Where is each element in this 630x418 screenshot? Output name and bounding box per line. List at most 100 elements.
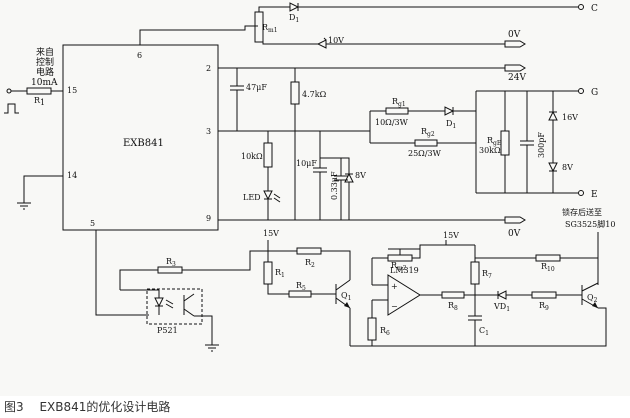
terminal-e [578,190,584,196]
r47k-resistor [290,81,300,105]
r3-label: R3 [166,257,176,268]
z8-label: 8V [562,163,573,172]
pin-3-label: 3 [206,127,211,136]
rg2-value: 25Ω/3W [408,149,442,158]
r2-resistor [296,247,322,255]
r10-resistor [535,254,561,262]
r10k-resistor [263,142,273,168]
led-diode [263,190,281,203]
figure-caption: 图3 EXB841的优化设计电路 [4,398,182,415]
zener-8v-lower-diode [344,172,354,183]
r1-input-label: R1 [34,96,45,107]
c47-label: 47μF [246,83,267,92]
terminal-0v-bottom [504,216,526,224]
terminal-g [578,88,584,94]
opto-led-icon [154,297,174,309]
r1-input-resistor [26,87,52,95]
q2-label: Q2 [587,293,598,304]
input-current-label: 10mA [31,78,58,88]
zener-16v-diode [548,110,558,121]
r10k-label: 10kΩ [241,152,263,161]
r3-resistor [157,266,183,274]
terminal-c [578,4,584,10]
d1-mid-diode [444,106,455,116]
r1-label: R1 [275,268,285,279]
r6-resistor [367,317,377,341]
rg1-label: Rg1 [392,97,406,108]
r5-resistor [288,290,312,298]
z8b-label: 8V [355,171,366,180]
zener-8v-diode [548,162,558,173]
c10-label: 10μF [296,159,317,168]
v15b-label: 15V [443,231,459,240]
chip-name: EXB841 [123,138,164,149]
dest-label-1: 锁存后送至 [562,207,602,217]
zener-10v-label: 10V [328,36,344,45]
input-source-label-1: 来自 [36,46,54,58]
terminal-0v-top [504,40,526,48]
rm2-label: Rm2 [391,261,407,272]
r1-resistor [263,261,273,285]
r8-label: R8 [448,301,458,312]
vd1-diode [496,290,507,300]
terminal-0v-top-label: 0V [508,30,521,40]
rge-value: 30kΩ [479,146,501,155]
ground-protect-icon [205,344,219,352]
ground-icon [17,202,31,210]
lm319-comparator [387,274,421,316]
q1-transistor [335,279,351,309]
terminal-0v-bottom-label: 0V [508,229,521,239]
c1-label: C1 [479,326,489,337]
pin-2-label: 2 [206,64,211,73]
r7-label: R7 [482,269,492,280]
q1-label: Q1 [341,291,351,302]
pin-15-label: 15 [67,86,77,95]
pin-6-label: 6 [137,51,142,60]
c300-label: 300pF [537,132,546,158]
terminal-e-label: E [591,190,598,200]
pulse-icon [4,103,19,114]
v15a-label: 15V [263,229,279,238]
rg1-value: 10Ω/3W [375,118,409,127]
q2-transistor [581,282,599,309]
figure-title: EXB841的优化设计电路 [39,400,171,414]
r47k-label: 4.7kΩ [302,90,327,99]
input-source-label-2: 控制 [36,56,54,68]
led-label: LED [243,193,261,202]
d1-top-label: D1 [289,13,299,24]
comparator-minus: − [391,302,398,311]
rge-label: RgE [487,136,501,147]
p521-label: P521 [157,326,178,335]
rg1-resistor [385,107,409,115]
d1-mid-label: D1 [446,119,456,130]
rg2-label: Rg2 [421,127,435,138]
c033-label: 0.33μF [330,171,339,200]
comparator-plus: + [391,282,398,291]
terminal-c-label: C [591,4,598,14]
vd1-label: VD1 [493,302,510,313]
figure-frame: EXB841 15 14 5 6 2 3 9 来自 控制 电路 10mA R1 … [4,2,616,352]
circuit-schematic: EXB841 15 14 5 6 2 3 9 来自 控制 电路 10mA R1 … [4,2,615,352]
opto-transistor-icon [183,293,195,317]
input-source-label-3: 电路 [36,66,54,78]
r9-label: R9 [539,301,549,312]
rge-resistor [500,130,510,156]
dest-label-2: SG3525脚10 [565,219,615,229]
pin-14-label: 14 [67,171,77,180]
rm1-label: Rm1 [262,23,278,34]
z16-label: 16V [562,113,578,122]
zener-10v-diode [316,37,327,49]
r9-resistor [531,291,557,299]
lm319-label: LM319 [390,266,419,275]
d1-top-diode [289,2,300,12]
rg2-resistor [414,139,438,147]
p521-optocoupler [146,288,203,325]
input-terminal [6,88,12,94]
r8-resistor [441,291,465,299]
terminal-24v [504,64,526,72]
terminal-24v-label: 24V [508,73,526,83]
figure-label: 图3 [4,400,24,414]
pin-9-label: 9 [206,214,211,223]
r2-label: R2 [305,258,315,269]
r10-label: R10 [541,262,555,273]
